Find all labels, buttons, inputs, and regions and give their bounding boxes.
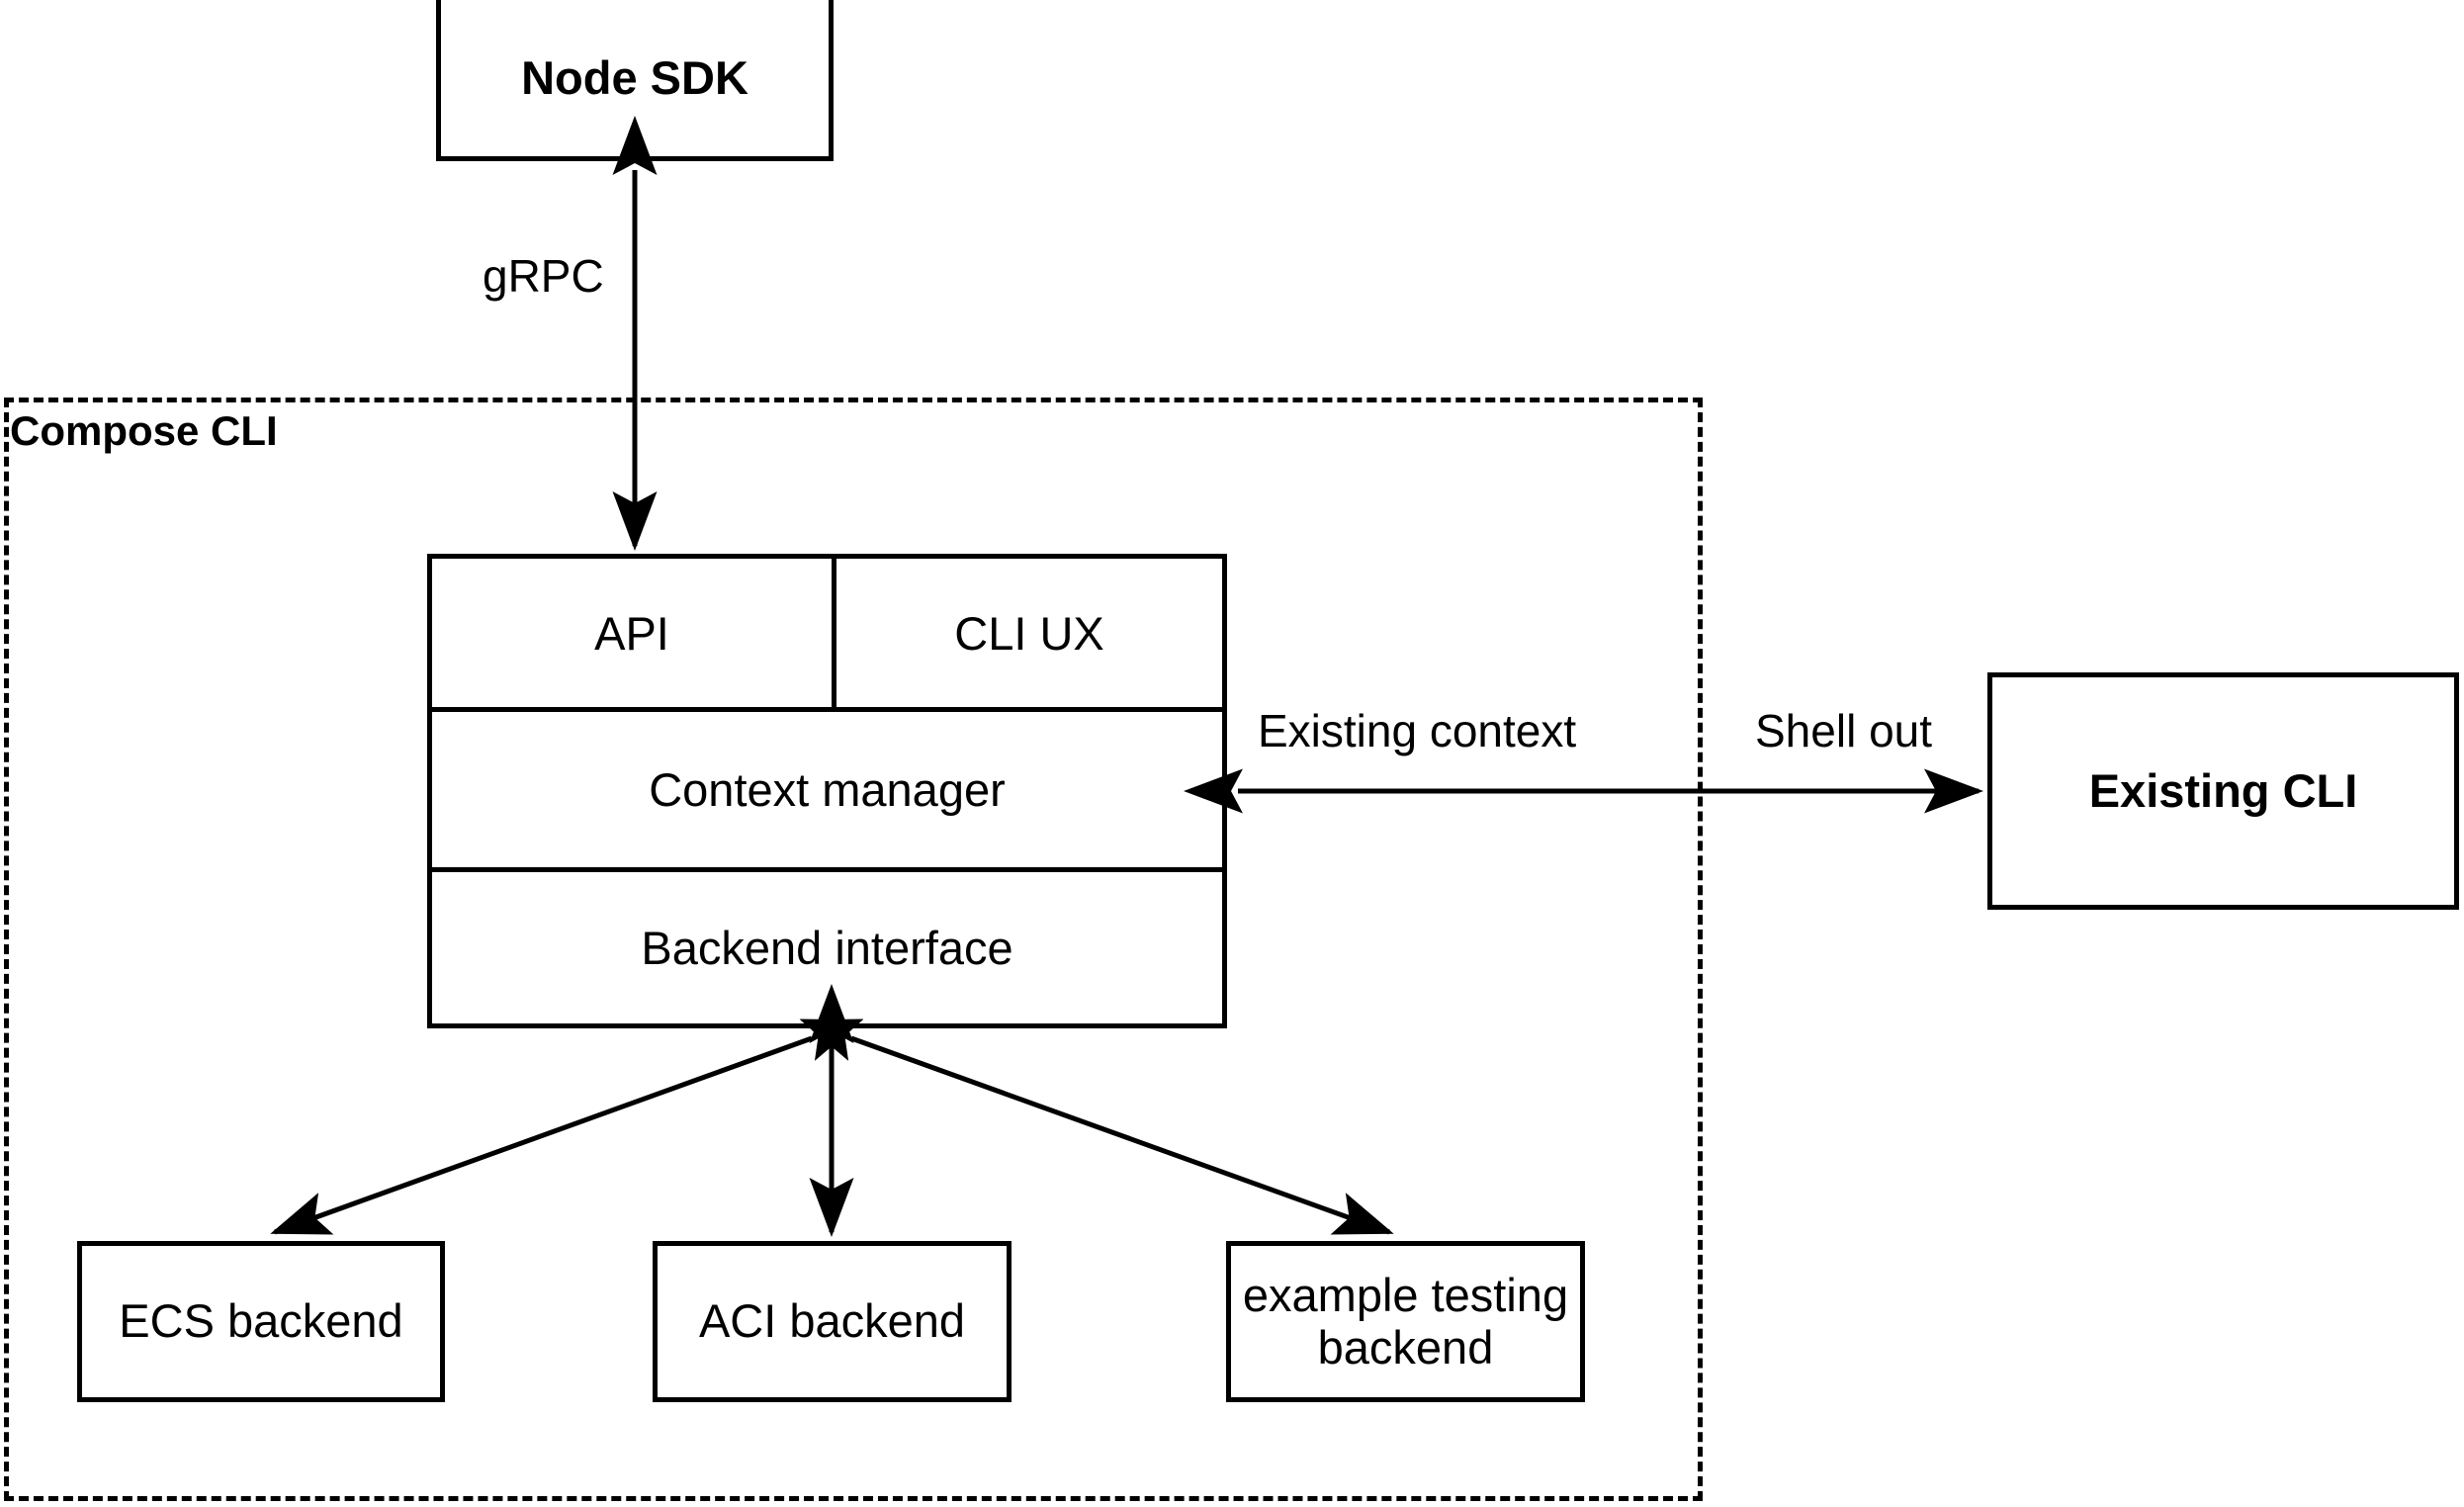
aci-backend-label: ACI backend (698, 1294, 966, 1348)
stack-divider-row1 (427, 707, 1227, 712)
stack-divider-row2 (427, 867, 1227, 872)
compose-cli-group-label: Compose CLI (10, 407, 278, 454)
node-sdk-box[interactable]: Node SDK (436, 0, 834, 161)
api-label: API (594, 606, 669, 660)
ecs-backend-box[interactable]: ECS backend (77, 1241, 445, 1402)
api-cell[interactable]: API (432, 559, 832, 707)
cli-ux-label: CLI UX (954, 606, 1104, 660)
example-testing-backend-label-line2: backend (1317, 1320, 1494, 1374)
example-testing-backend-box[interactable]: example testing backend (1226, 1241, 1585, 1402)
backend-interface-cell[interactable]: Backend interface (432, 872, 1222, 1023)
aci-backend-box[interactable]: ACI backend (653, 1241, 1012, 1402)
context-manager-label: Context manager (649, 763, 1006, 816)
context-manager-cell[interactable]: Context manager (432, 712, 1222, 867)
shell-out-edge-label: Shell out (1755, 704, 1933, 757)
existing-context-edge-label: Existing context (1258, 704, 1577, 757)
existing-cli-box[interactable]: Existing CLI (1987, 672, 2459, 910)
grpc-edge-label: gRPC (483, 249, 604, 303)
node-sdk-label: Node SDK (521, 50, 748, 104)
backend-interface-label: Backend interface (641, 922, 1013, 974)
compose-cli-group-boundary (4, 398, 1703, 1501)
cli-ux-cell[interactable]: CLI UX (836, 559, 1222, 707)
existing-cli-label: Existing CLI (2088, 763, 2358, 817)
ecs-backend-label: ECS backend (119, 1294, 403, 1348)
example-testing-backend-label-line1: example testing (1242, 1268, 1569, 1321)
stack-divider-api-cliux (832, 554, 836, 709)
